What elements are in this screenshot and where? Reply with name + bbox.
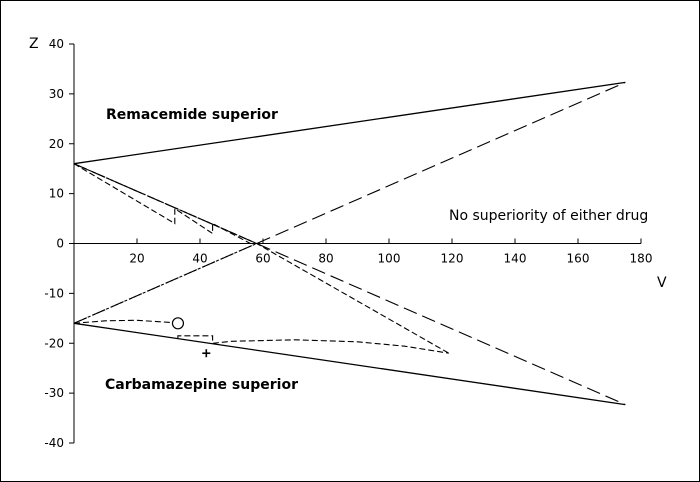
series-line-2 — [73, 322, 626, 406]
series-line-10 — [177, 335, 449, 354]
region-label-remacemide: Remacemide superior — [106, 107, 278, 123]
x-tick-label: 180 — [630, 252, 653, 266]
y-tick-label: 10 — [49, 187, 64, 201]
region-label-carbamazepine: Carbamazepine superior — [105, 377, 298, 393]
series-layer — [73, 81, 626, 406]
y-tick-label: 20 — [49, 137, 64, 151]
y-axis-title: Z — [29, 36, 39, 52]
y-tick-label: -40 — [44, 436, 64, 450]
x-tick-label: 100 — [378, 252, 401, 266]
circle-marker — [171, 317, 185, 330]
x-tick-label: 80 — [318, 252, 333, 266]
x-tick-label: 120 — [441, 252, 464, 266]
x-tick-label: 60 — [255, 252, 270, 266]
y-tick-label: 0 — [56, 237, 64, 251]
series-line-1 — [73, 81, 626, 165]
y-tick-label: -10 — [44, 286, 64, 300]
region-label-no-superiority: No superiority of either drug — [449, 208, 648, 224]
x-tick-label: 40 — [192, 252, 207, 266]
marker-layer — [171, 317, 211, 358]
series-line-7 — [73, 163, 450, 354]
series-line-6 — [73, 242, 257, 324]
series-line-9 — [73, 319, 178, 324]
axes — [69, 43, 642, 444]
series-line-8 — [73, 163, 251, 244]
x-axis-title: V — [657, 275, 667, 291]
x-tick-label: 140 — [504, 252, 527, 266]
y-tick-label: -20 — [44, 336, 64, 350]
x-tick-label: 160 — [567, 252, 590, 266]
y-tick-label: -30 — [44, 386, 64, 400]
x-tick-label: 20 — [129, 252, 144, 266]
y-tick-label: 30 — [49, 87, 64, 101]
tick-labels: -40 -30 -20 -10 0 10 20 30 40 20 40 60 80 100 120 140 16… — [44, 37, 652, 450]
y-tick-label: 40 — [49, 37, 64, 51]
